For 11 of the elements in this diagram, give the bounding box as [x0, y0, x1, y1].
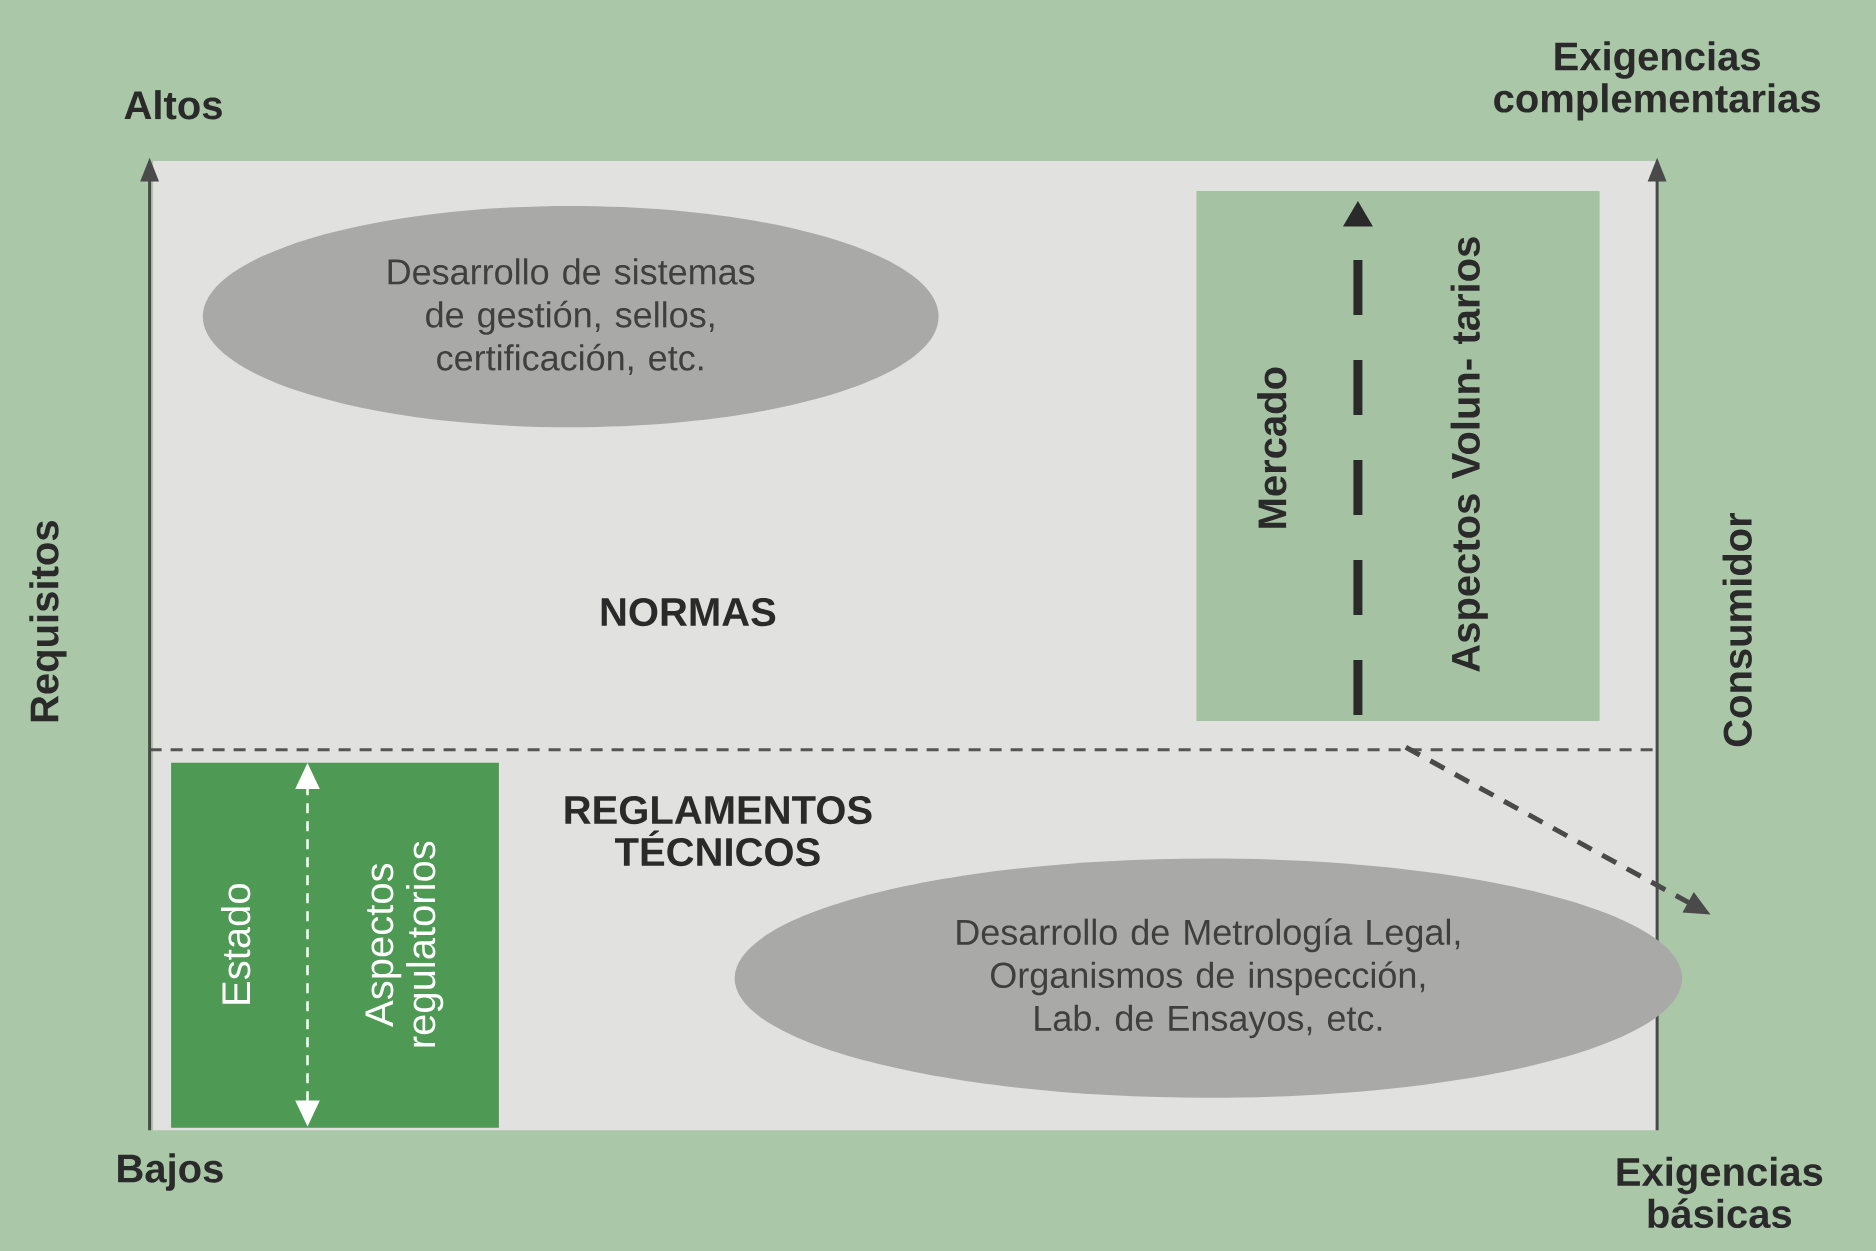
vertical-label: Mercado [1257, 367, 1287, 528]
axis-label: Bajos [118, 1153, 223, 1191]
vertical-label: Estado [221, 884, 251, 1004]
vertical-label: Aspectos regulatorios [365, 841, 444, 1047]
axis-label: Requisitos [29, 521, 67, 722]
vertical-label: Aspectos Volun- tarios [1450, 237, 1488, 672]
axis-label: Exigencias complementarias [1494, 41, 1820, 121]
axis-label: Exigencias básicas [1617, 1156, 1823, 1229]
axis-label: Altos [124, 90, 222, 120]
axis-label: Consumidor [1722, 512, 1752, 747]
axis-label: NORMAS [601, 597, 776, 627]
